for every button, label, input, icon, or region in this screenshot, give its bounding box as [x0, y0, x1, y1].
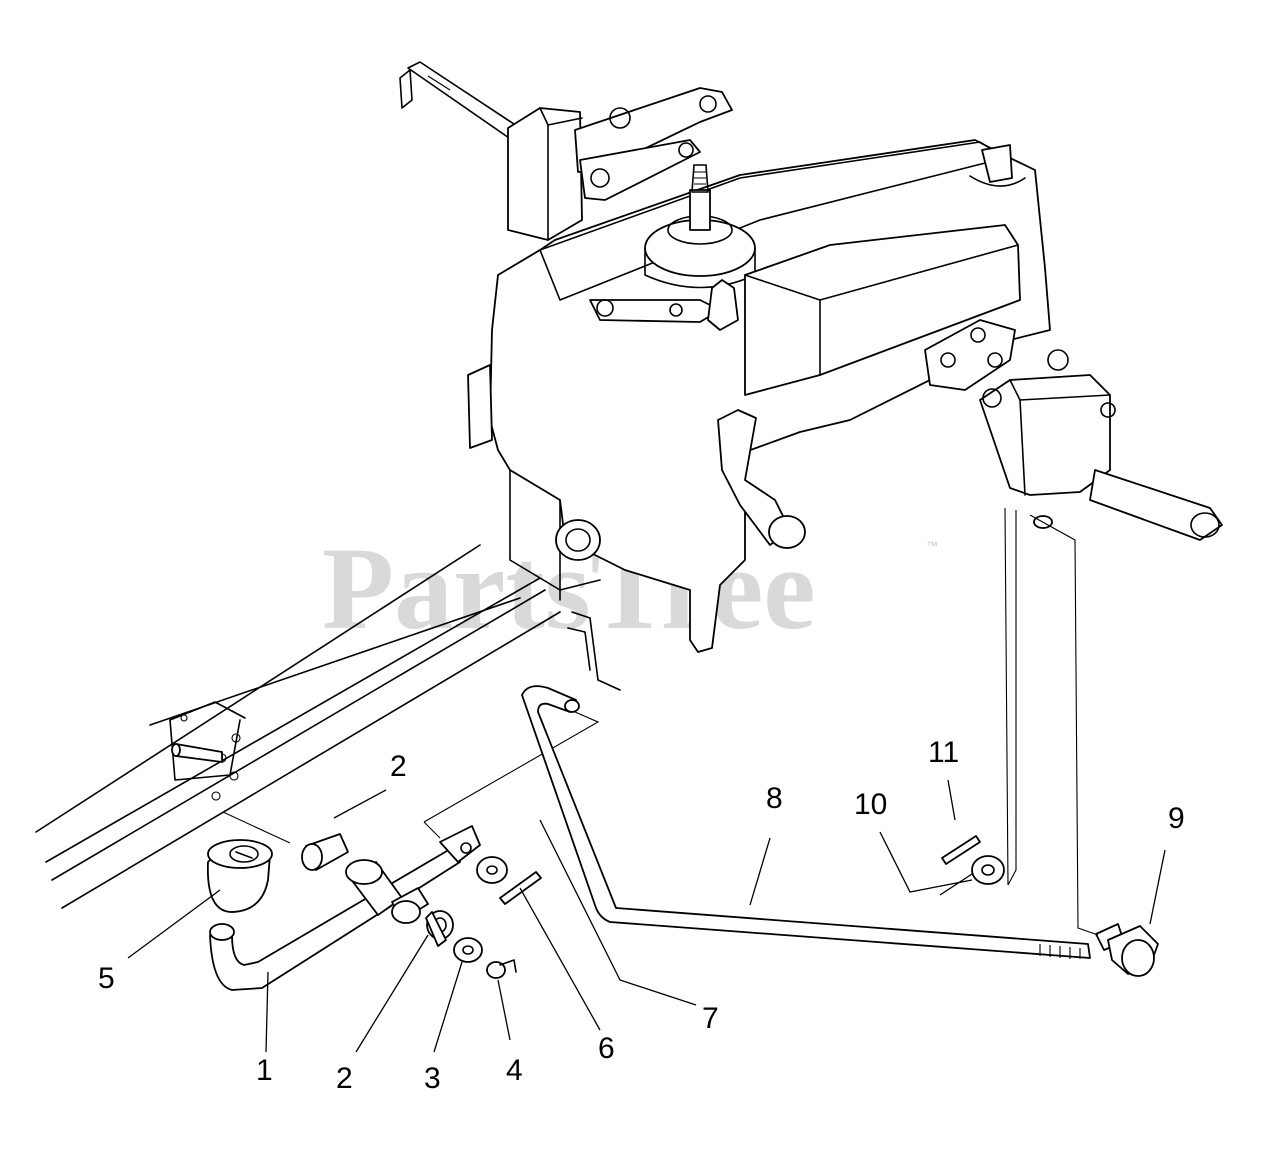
- callout-9: 9: [1168, 802, 1185, 835]
- callout-6: 6: [598, 1032, 615, 1065]
- washer-7: [476, 856, 508, 884]
- callout-10: 10: [854, 788, 887, 821]
- frame-rail: [35, 544, 621, 909]
- washer-10: [971, 855, 1005, 885]
- washer-3: [453, 937, 483, 963]
- cotter-pin-11: [941, 835, 981, 865]
- control-rod-1: [209, 825, 481, 991]
- assembly-line: [423, 711, 600, 823]
- callout-2-lower: 2: [336, 1062, 353, 1095]
- knob-5: [206, 839, 273, 913]
- assembly-line: [1004, 507, 1009, 886]
- bushing-2-upper: [301, 833, 349, 871]
- callout-2-upper: 2: [390, 750, 407, 783]
- transaxle-assembly: [399, 61, 1223, 653]
- clip-4: [486, 959, 517, 979]
- callout-7: 7: [702, 1002, 719, 1035]
- assembly-line: [222, 811, 291, 844]
- swivel-9: [1095, 923, 1159, 977]
- callout-8: 8: [766, 782, 783, 815]
- assembly-line: [1029, 514, 1099, 936]
- callout-4: 4: [506, 1054, 523, 1087]
- assembly-line: [423, 821, 441, 839]
- link-rod-8: [521, 685, 1091, 959]
- callout-11: 11: [928, 736, 959, 769]
- assembly-line: [1007, 510, 1017, 886]
- callout-1: 1: [256, 1054, 273, 1087]
- leader-lines: [127, 779, 1166, 1053]
- callout-3: 3: [424, 1062, 441, 1095]
- bushing-2-lower: [425, 910, 454, 947]
- watermark-trademark: ™: [926, 539, 938, 553]
- callout-5: 5: [98, 962, 115, 995]
